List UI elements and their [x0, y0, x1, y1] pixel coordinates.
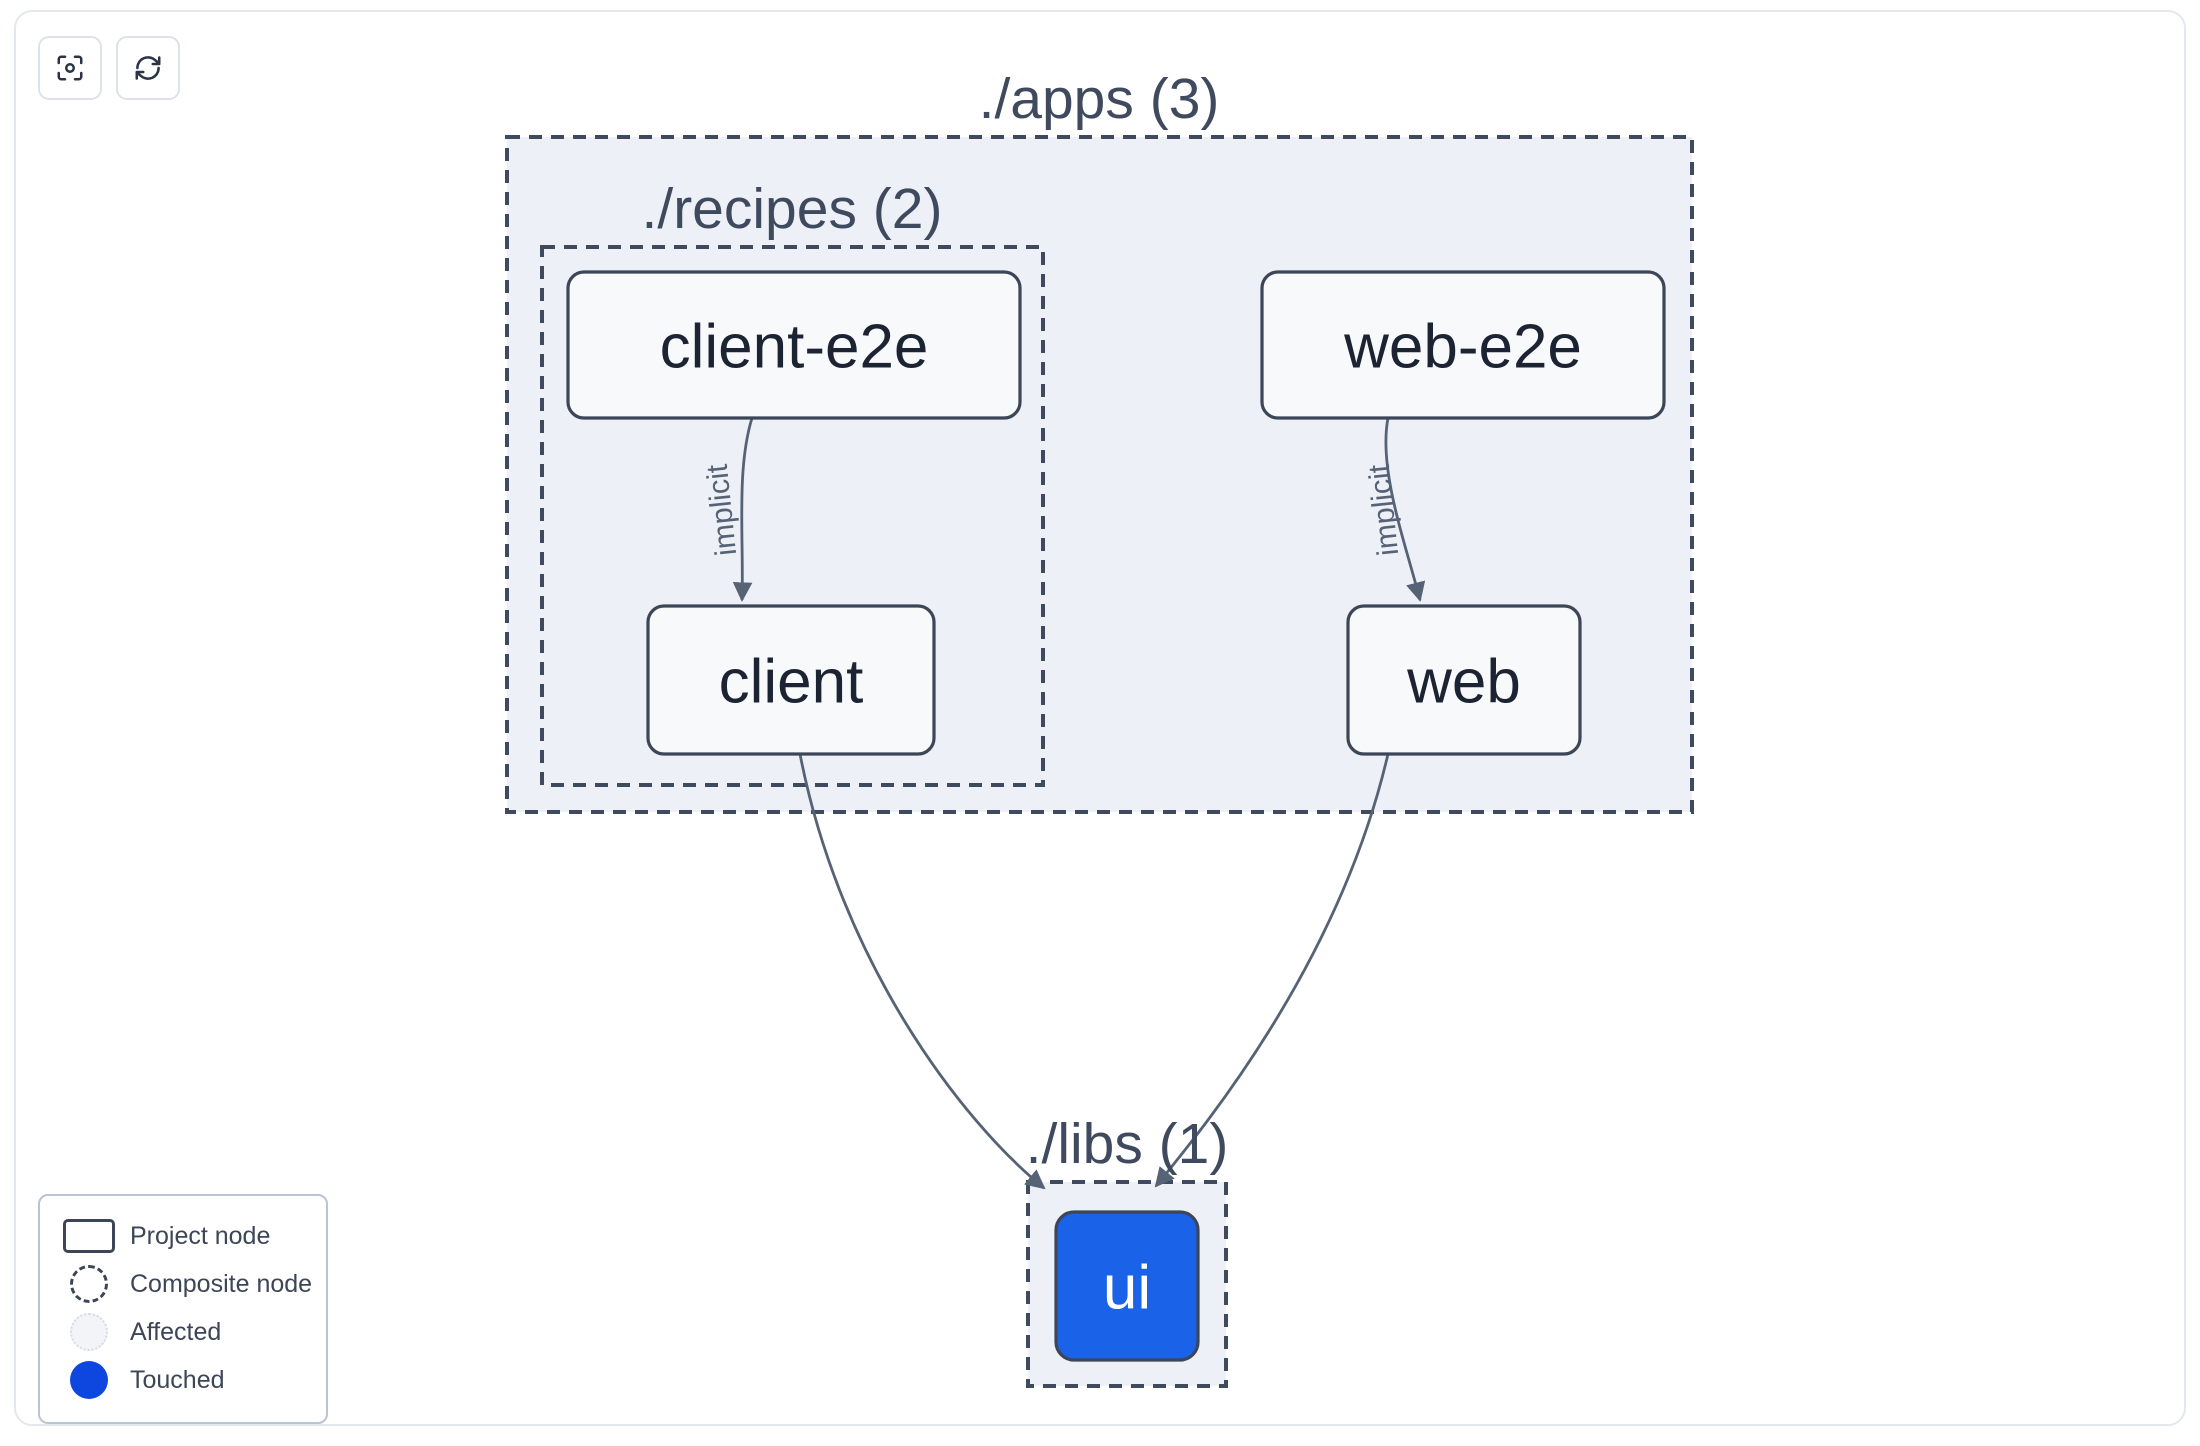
refresh-graph-button[interactable] [116, 36, 180, 100]
group-libs-label: ./libs (1) [1026, 1112, 1229, 1176]
node-web-e2e[interactable]: web-e2e [1260, 270, 1666, 420]
legend-label: Touched [130, 1365, 225, 1394]
node-rect[interactable] [1054, 1210, 1200, 1362]
group-apps-label: ./apps (3) [979, 67, 1220, 131]
project-node-swatch [58, 1219, 120, 1253]
node-label: web-e2e [1343, 313, 1582, 382]
composite-node-swatch [58, 1265, 120, 1303]
affected-swatch [58, 1313, 120, 1351]
touched-swatch [58, 1361, 120, 1399]
focus-graph-button[interactable] [38, 36, 102, 100]
edge-path[interactable] [1154, 753, 1390, 1188]
edge-path[interactable] [732, 417, 754, 602]
legend-item-touched: Touched [58, 1356, 308, 1404]
node-rect[interactable] [566, 270, 1022, 420]
node-ui[interactable]: ui [1054, 1210, 1200, 1362]
group-recipes-label: ./recipes (2) [642, 177, 943, 241]
legend-item-composite-node: Composite node [58, 1260, 312, 1308]
node-client[interactable]: client [646, 604, 936, 756]
legend-item-affected: Affected [58, 1308, 308, 1356]
legend-item-project-node: Project node [58, 1212, 308, 1260]
node-label: client-e2e [660, 313, 929, 382]
node-client-e2e[interactable]: client-e2e [566, 270, 1022, 420]
graph-toolbar [38, 36, 180, 100]
edge-web-to-ui[interactable] [1154, 753, 1390, 1188]
legend-label: Composite node [130, 1269, 313, 1298]
edge-path[interactable] [1384, 417, 1426, 602]
refresh-sync-icon [133, 53, 163, 83]
graph-legend: Project node Composite node Affected Tou… [38, 1194, 328, 1424]
node-web[interactable]: web [1346, 604, 1582, 756]
node-label: web [1406, 648, 1521, 717]
node-rect[interactable] [1346, 604, 1582, 756]
legend-label: Affected [130, 1317, 222, 1346]
edge-client-to-ui[interactable] [798, 753, 1046, 1190]
node-rect[interactable] [646, 604, 936, 756]
node-label: ui [1103, 1254, 1151, 1323]
legend-label: Project node [130, 1221, 271, 1250]
focus-target-icon [55, 53, 85, 83]
node-label: client [719, 648, 864, 717]
node-rect[interactable] [1260, 270, 1666, 420]
edge-path[interactable] [798, 753, 1046, 1190]
